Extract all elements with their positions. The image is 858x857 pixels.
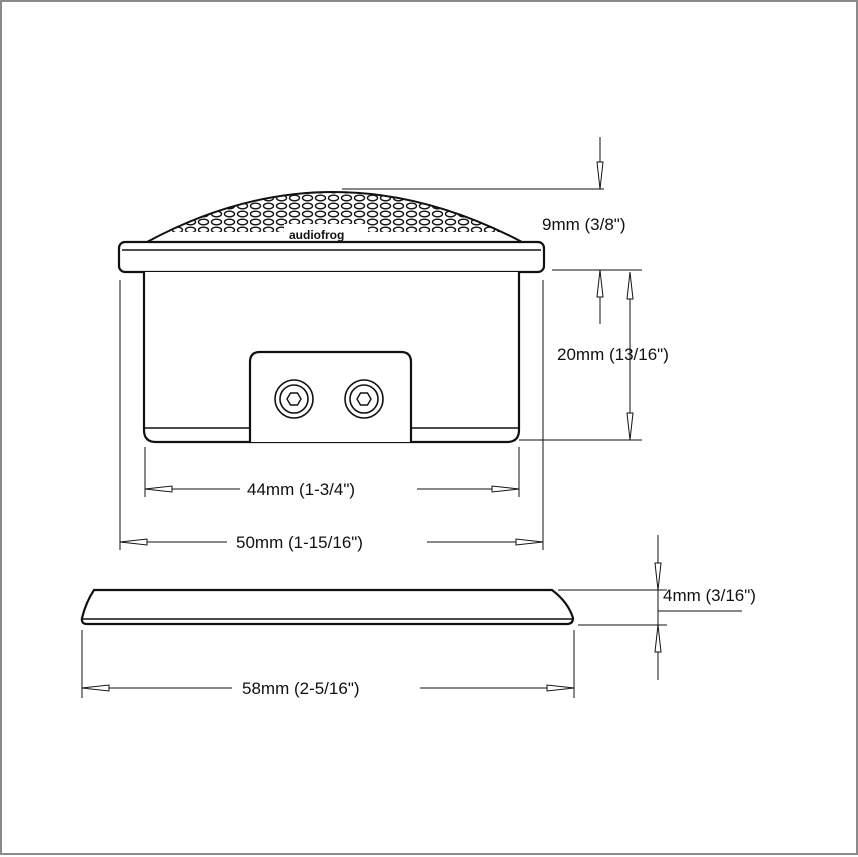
svg-text:44mm (1-3/4"): 44mm (1-3/4") (247, 480, 355, 499)
dimension-grille-height: 9mm (3/8") (342, 137, 642, 324)
svg-text:4mm (3/16"): 4mm (3/16") (663, 586, 756, 605)
dimension-trim-ring-height: 4mm (3/16") (558, 535, 756, 680)
dimension-body-width: 44mm (1-3/4") (144, 447, 520, 499)
logo: audiofrog (289, 228, 344, 242)
svg-text:50mm (1-15/16"): 50mm (1-15/16") (236, 533, 363, 552)
svg-text:9mm (3/8"): 9mm (3/8") (542, 215, 626, 234)
terminal-screw-left (274, 379, 314, 419)
dimension-body-height: 20mm (13/16") (519, 271, 669, 441)
dimension-trim-ring-width: 58mm (2-5/16") (81, 630, 575, 698)
terminal-tab (248, 350, 413, 442)
trim-ring-side-view (80, 588, 575, 626)
terminal-screw-right (344, 379, 384, 419)
svg-text:58mm (2-5/16"): 58mm (2-5/16") (242, 679, 360, 698)
speaker-top-view: audiofrog (117, 191, 546, 444)
svg-text:20mm (13/16"): 20mm (13/16") (557, 345, 669, 364)
dimension-bezel-width: 50mm (1-15/16") (119, 280, 544, 552)
bezel (117, 240, 546, 274)
